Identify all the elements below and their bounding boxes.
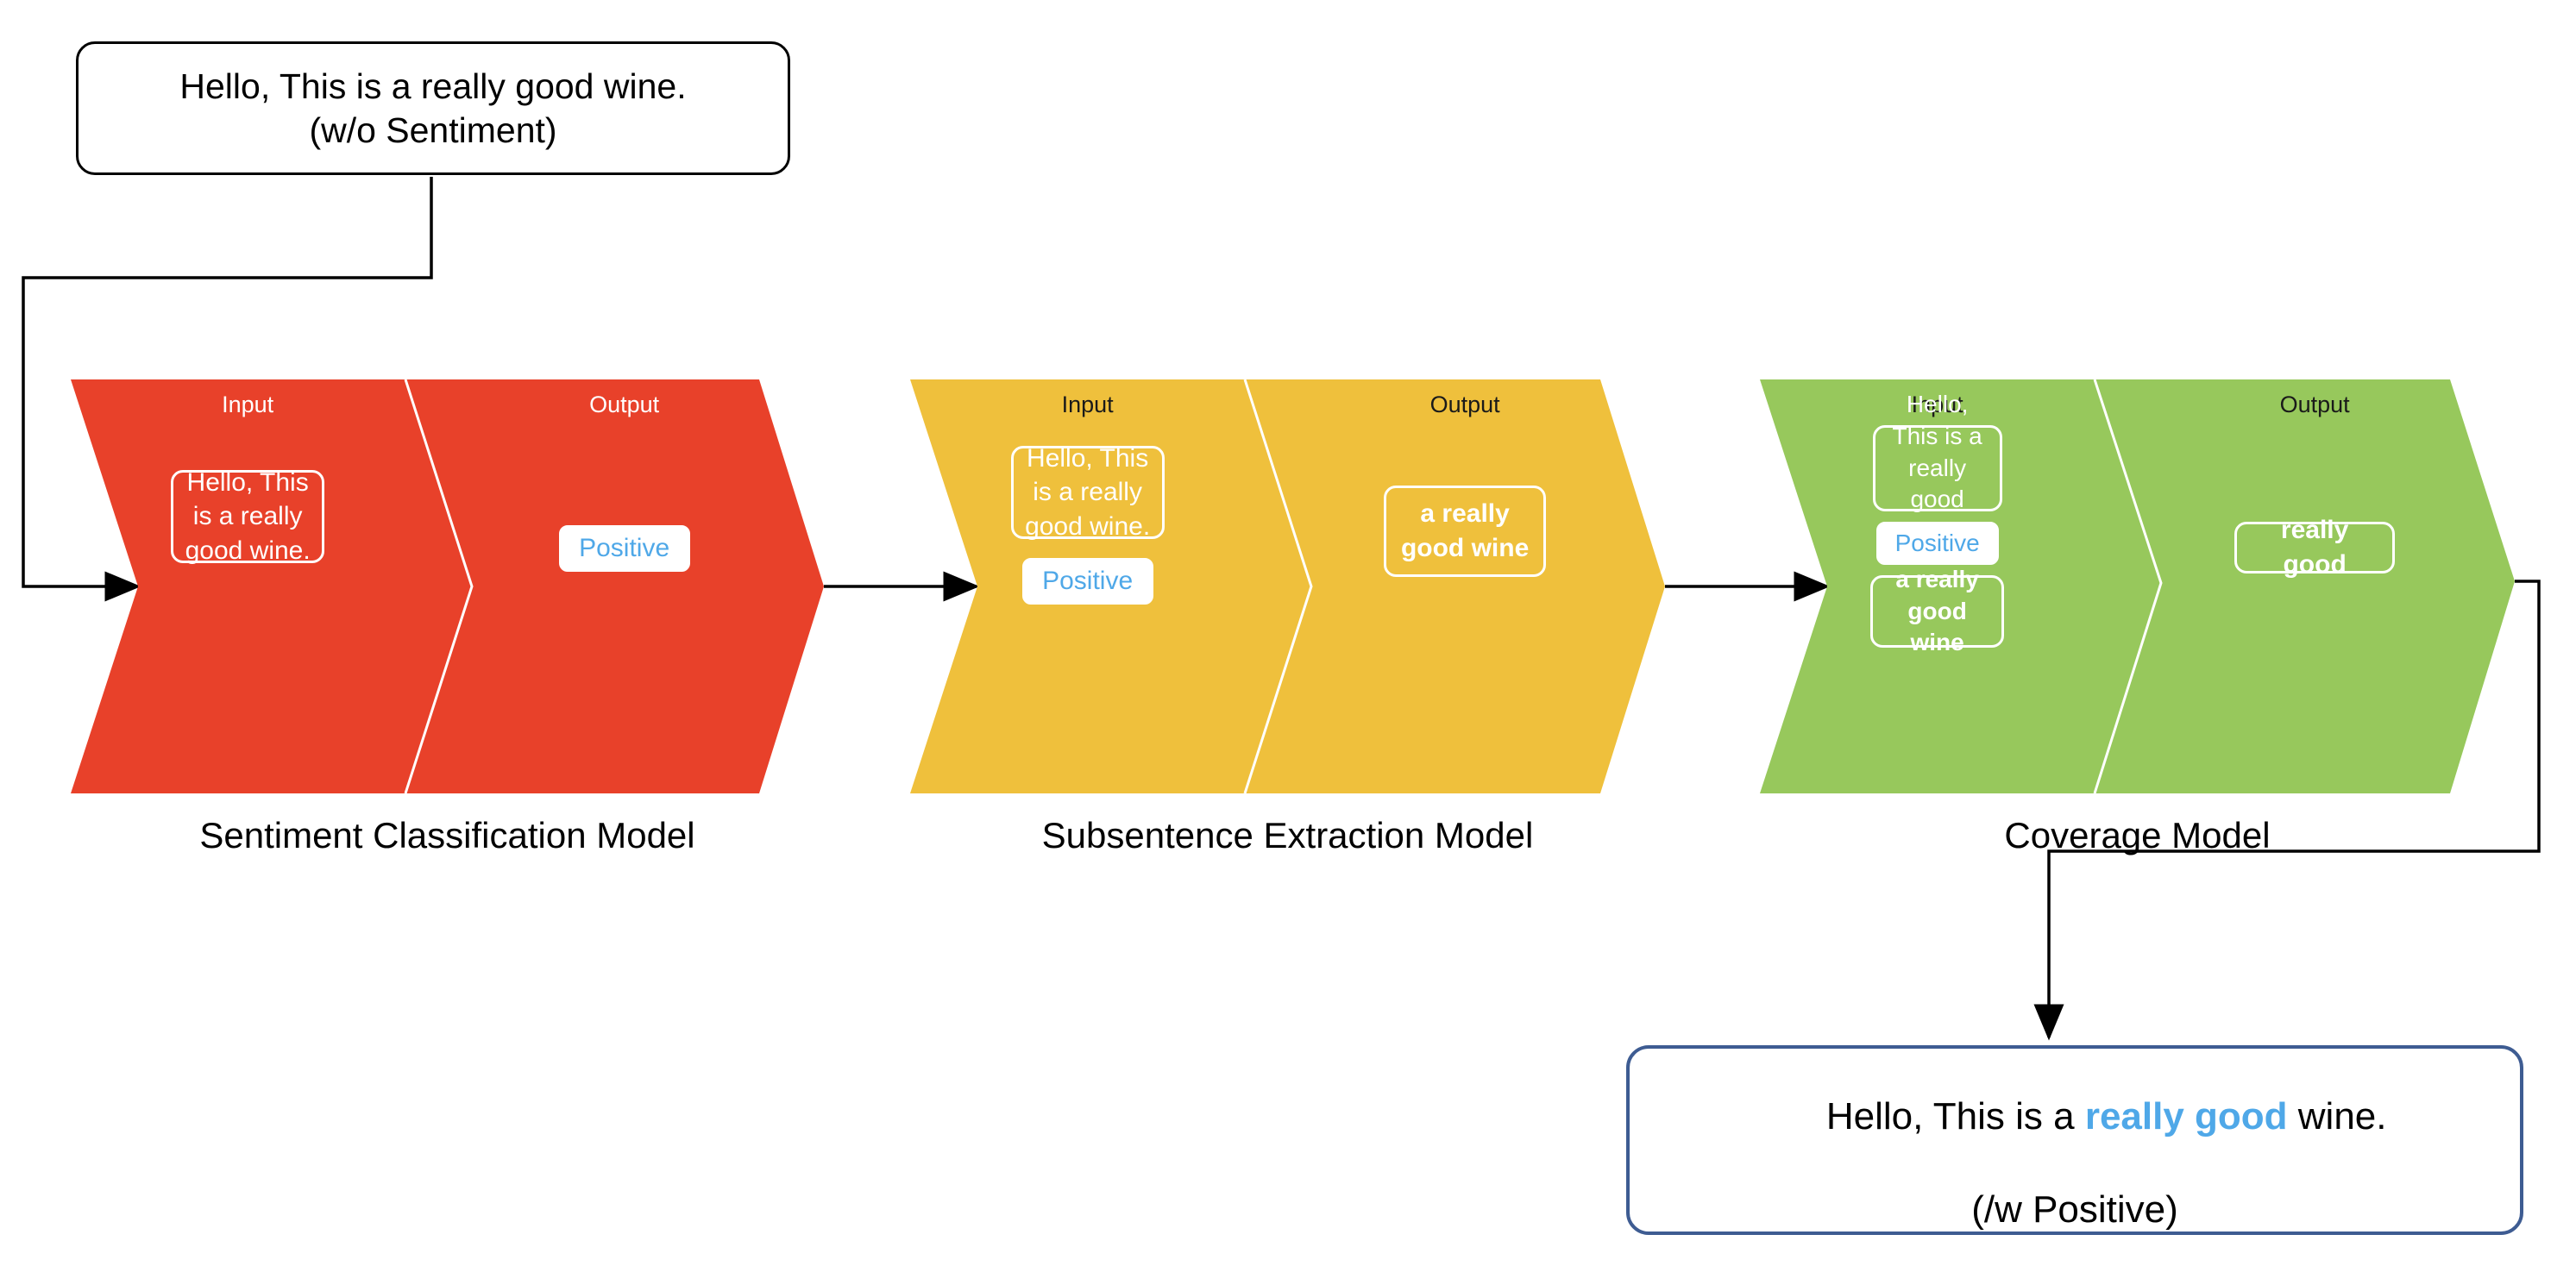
stage2-input-label: Input bbox=[1061, 392, 1114, 417]
stage3-input-chip-subsentence[interactable]: a really good wine bbox=[1870, 566, 2005, 655]
stage2-input-chip-sentiment[interactable]: Positive bbox=[1021, 558, 1153, 605]
input-sentence-line-1: Hello, This is a really good wine. bbox=[179, 66, 687, 107]
stage3-input-chip-sentence[interactable]: Hello, This is a really good wine. bbox=[1872, 391, 2002, 544]
stage1-output-label: Output bbox=[589, 392, 660, 417]
stage1-caption: Sentiment Classification Model bbox=[199, 815, 695, 855]
stage3-input-label: Input bbox=[1911, 392, 1963, 417]
stage1-output-chip-sentiment[interactable]: Positive bbox=[558, 525, 690, 572]
chevron-body-stage1 bbox=[71, 379, 824, 793]
chevron-body-stage2 bbox=[910, 379, 1665, 793]
chevron-shape-stage3 bbox=[1760, 379, 2515, 793]
stage1-input-half: Input Hello, This is a really good wine. bbox=[71, 379, 424, 793]
chevron-divider-stage3 bbox=[2093, 379, 2163, 793]
chevron-divider-stage1 bbox=[404, 379, 474, 793]
stage3-caption: Coverage Model bbox=[2004, 815, 2271, 855]
stage1-output-half: Output Positive bbox=[424, 379, 824, 793]
output-sentence-line-1: Hello, This is a really good wine. bbox=[1763, 1048, 2387, 1187]
output-sentence-box: Hello, This is a really good wine. (/w P… bbox=[1626, 1045, 2523, 1235]
stage2-input-half: Input Hello, This is a really good wine.… bbox=[910, 379, 1265, 793]
stage2-output-chip-subsentence[interactable]: a really good wine bbox=[1384, 486, 1547, 577]
stage1-input-label: Input bbox=[222, 392, 274, 417]
stage3-output-chip-coverage[interactable]: really good bbox=[2234, 516, 2396, 579]
chevron-divider-stage2 bbox=[1243, 379, 1313, 793]
chevron-body-stage3 bbox=[1760, 379, 2515, 793]
input-sentence-box: Hello, This is a really good wine. (w/o … bbox=[76, 41, 790, 175]
stage2-output-label: Output bbox=[1429, 392, 1500, 417]
stage1-input-chip-sentence[interactable]: Hello, This is a really good wine. bbox=[171, 468, 325, 565]
stage2-caption: Subsentence Extraction Model bbox=[1041, 815, 1534, 855]
pipeline-stage-subsentence-extraction[interactable]: Input Hello, This is a really good wine.… bbox=[910, 379, 1665, 793]
stage3-output-half: Output really good bbox=[2114, 379, 2515, 793]
output-highlight-text: really good bbox=[2084, 1095, 2288, 1138]
pipeline-stage-coverage[interactable]: Input Hello, This is a really good wine.… bbox=[1760, 379, 2515, 793]
output-suffix-text: wine. bbox=[2287, 1095, 2387, 1138]
chevron-shape-stage2 bbox=[910, 379, 1665, 793]
stage2-output-half: Output a really good wine bbox=[1265, 379, 1665, 793]
pipeline-stage-sentiment-classification[interactable]: Input Hello, This is a really good wine.… bbox=[71, 379, 824, 793]
chevron-shape-stage1 bbox=[71, 379, 824, 793]
stage3-input-chip-sentiment[interactable]: Positive bbox=[1875, 522, 1999, 565]
stage3-input-half: Input Hello, This is a really good wine.… bbox=[1760, 379, 2114, 793]
output-sentence-line-2: (/w Positive) bbox=[1971, 1188, 2178, 1231]
output-prefix-text: Hello, This is a bbox=[1825, 1095, 2085, 1138]
stage3-output-label: Output bbox=[2279, 392, 2350, 417]
stage2-input-chip-sentence[interactable]: Hello, This is a really good wine. bbox=[1010, 444, 1165, 541]
input-sentence-line-2: (w/o Sentiment) bbox=[309, 110, 557, 150]
